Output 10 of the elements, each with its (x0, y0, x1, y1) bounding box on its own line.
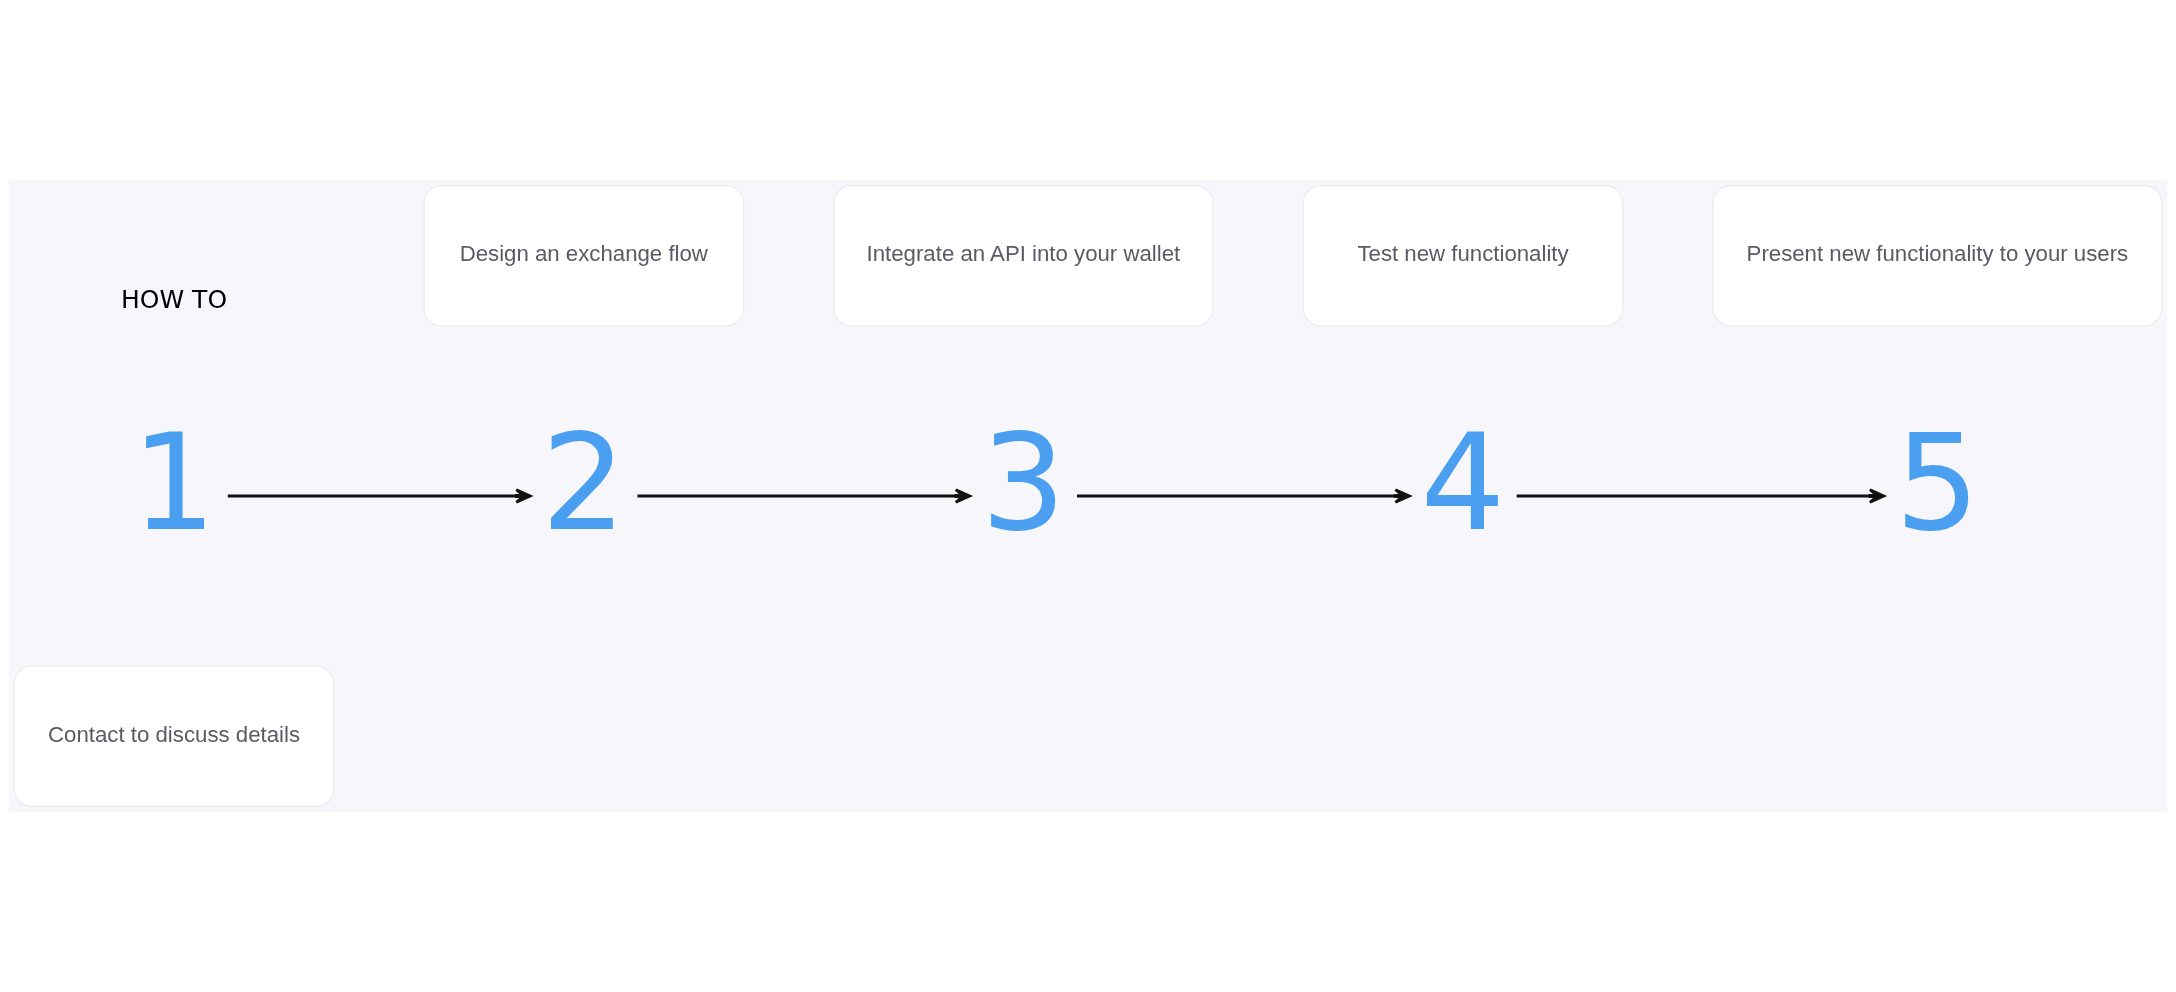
node-text: 2 (541, 405, 627, 561)
label: HOW TO (120, 284, 228, 314)
node-text: 1 (131, 405, 217, 561)
node-text: 5 (1894, 405, 1980, 561)
node-text: 3 (981, 405, 1066, 561)
arrow (227, 488, 532, 504)
node-text: 4 (1420, 405, 1506, 561)
arrow (637, 488, 972, 504)
arrow (1516, 488, 1886, 504)
arrow (1077, 488, 1411, 504)
